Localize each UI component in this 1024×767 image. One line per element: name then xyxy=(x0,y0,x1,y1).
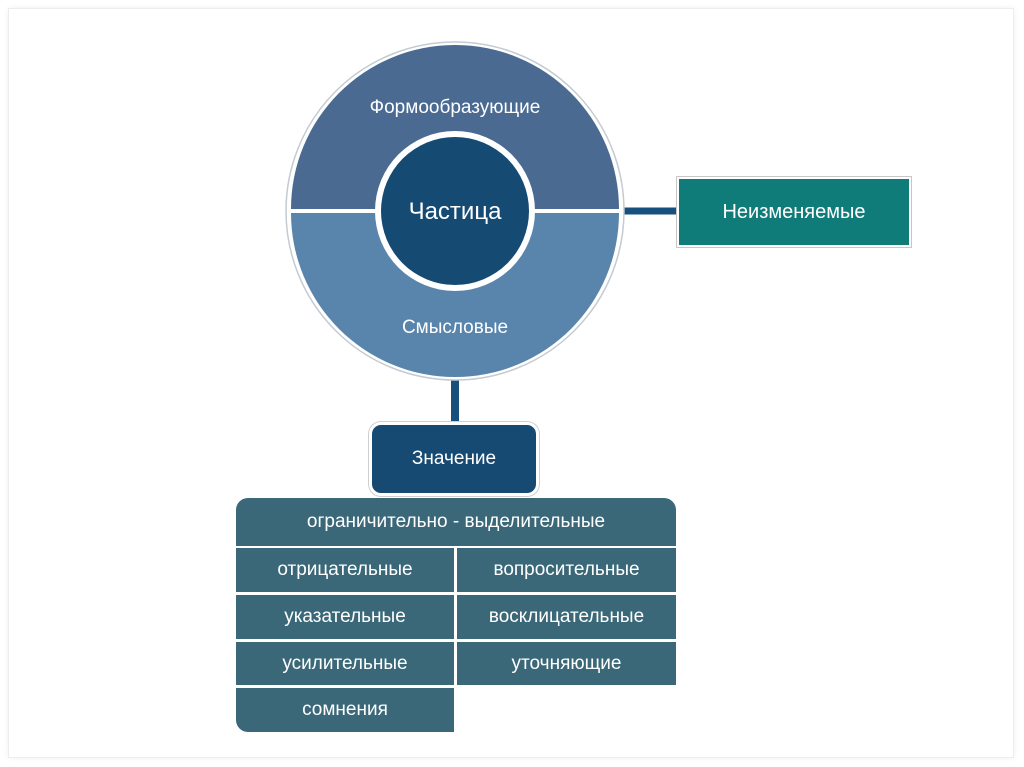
unchangeable-box: Неизменяемые xyxy=(676,176,912,248)
top-segment xyxy=(291,45,619,209)
type-cell: восклицательные xyxy=(457,595,676,639)
center-circle-fill xyxy=(381,137,529,285)
type-cell: уточняющие xyxy=(457,642,676,685)
type-cell: указательные xyxy=(236,595,454,639)
types-header-cell: ограничительно - выделительные xyxy=(236,498,676,546)
center-label: Частица xyxy=(408,198,502,225)
slide-frame xyxy=(8,8,1014,758)
meaning-box: Значение xyxy=(369,422,539,496)
top-segment-label: Формообразующие xyxy=(369,97,541,118)
bottom-segment-label: Смысловые xyxy=(401,317,509,338)
type-cell: отрицательные xyxy=(236,548,454,592)
particle-types-table: ограничительно - выделительные отрицател… xyxy=(236,498,676,732)
type-cell: сомнения xyxy=(236,688,454,732)
bottom-segment xyxy=(291,213,619,377)
type-cell: вопросительные xyxy=(457,548,676,592)
type-cell: усилительные xyxy=(236,642,454,685)
